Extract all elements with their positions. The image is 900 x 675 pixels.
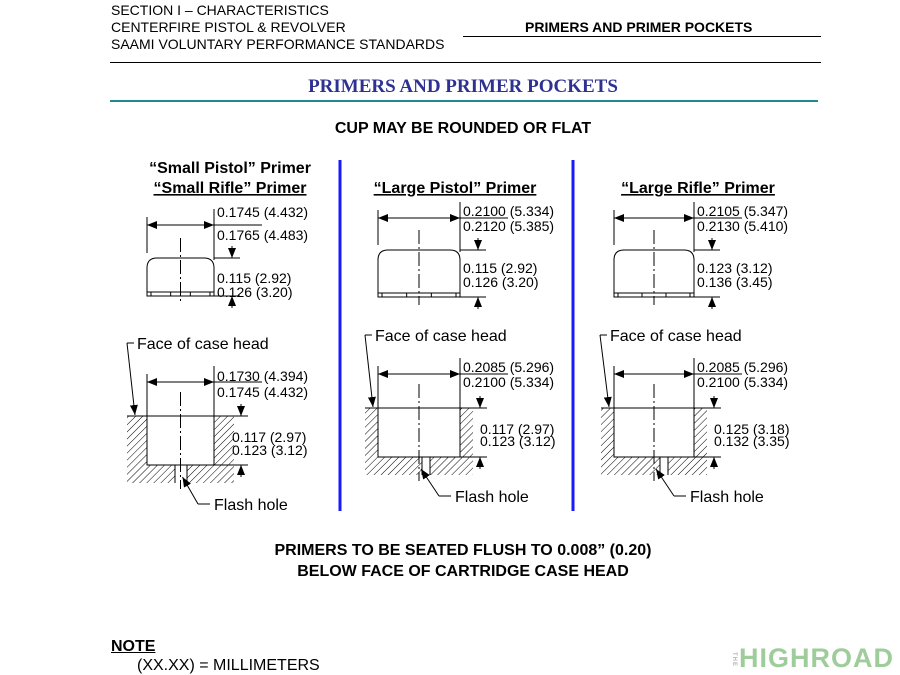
pocket-depth-max: 0.123 (3.12) bbox=[232, 442, 308, 458]
pocket-diameter-min: 0.1730 (4.394) bbox=[217, 368, 308, 384]
pocket-depth-max: 0.123 (3.12) bbox=[480, 433, 556, 449]
primer-diameter-max: 0.2120 (5.385) bbox=[463, 218, 554, 234]
primer-height-max: 0.126 (3.20) bbox=[217, 284, 293, 300]
case-web-hatch bbox=[614, 457, 660, 475]
panel-title: “Large Rifle” Primer bbox=[621, 180, 775, 197]
watermark-prefix: THE bbox=[731, 652, 737, 668]
seating-note-line1: PRIMERS TO BE SEATED FLUSH TO 0.008” (0.… bbox=[274, 542, 652, 559]
case-wall-hatch bbox=[460, 408, 473, 475]
pocket-depth-min: 0.117 (2.97) bbox=[232, 429, 306, 445]
page-title: PRIMERS AND PRIMER POCKETS bbox=[308, 76, 618, 97]
case-web-hatch bbox=[187, 465, 214, 483]
primer-diameter-min: 0.1745 (4.432) bbox=[217, 204, 308, 220]
title-rule bbox=[110, 100, 818, 102]
pocket-depth-max: 0.132 (3.35) bbox=[714, 433, 790, 449]
case-wall-hatch bbox=[127, 416, 147, 483]
primer-height-min: 0.115 (2.92) bbox=[217, 270, 291, 286]
case-wall-hatch bbox=[214, 416, 234, 483]
pocket-diameter-min: 0.2085 (5.296) bbox=[463, 359, 554, 375]
face-leader-arrow bbox=[126, 342, 138, 416]
primer-cup bbox=[613, 249, 695, 298]
flash-hole-leader-arrow bbox=[420, 468, 440, 497]
pocket-depth-min: 0.117 (2.97) bbox=[480, 421, 554, 437]
pocket-depth-min: 0.125 (3.18) bbox=[714, 421, 790, 437]
pocket-diameter-max: 0.2100 (5.334) bbox=[697, 374, 788, 390]
face-of-case-head-label: Face of case head bbox=[137, 336, 269, 353]
seating-note-line2: BELOW FACE OF CARTRIDGE CASE HEAD bbox=[297, 563, 629, 580]
face-leader-arrow bbox=[599, 334, 612, 408]
watermark-text: HIGHROAD bbox=[739, 643, 894, 673]
primer-diameter-min: 0.2100 (5.334) bbox=[463, 203, 554, 219]
primer-height-max: 0.136 (3.45) bbox=[697, 274, 773, 290]
section-label: SECTION I – CHARACTERISTICS bbox=[111, 2, 329, 18]
face-of-case-head-label: Face of case head bbox=[375, 328, 507, 345]
case-web-hatch bbox=[430, 457, 460, 475]
standard-label: SAAMI VOLUNTARY PERFORMANCE STANDARDS bbox=[111, 36, 445, 52]
primer-diameter-min: 0.2105 (5.347) bbox=[697, 203, 788, 219]
case-wall-hatch bbox=[365, 408, 378, 475]
pocket-diameter-max: 0.2100 (5.334) bbox=[463, 374, 554, 390]
header-right-title: PRIMERS AND PRIMER POCKETS bbox=[525, 19, 753, 35]
subtitle: CUP MAY BE ROUNDED OR FLAT bbox=[334, 120, 592, 137]
primer-height-min: 0.123 (3.12) bbox=[697, 260, 773, 276]
header-divider bbox=[463, 36, 821, 37]
flash-hole-label: Flash hole bbox=[214, 497, 288, 514]
flash-hole-leader-arrow bbox=[182, 476, 199, 505]
pocket-diameter-min: 0.2085 (5.296) bbox=[697, 359, 788, 375]
header-rule bbox=[110, 62, 821, 63]
face-leader-arrow bbox=[364, 334, 376, 408]
note-heading: NOTE bbox=[111, 638, 156, 655]
primer-diameter-max: 0.2130 (5.410) bbox=[697, 218, 788, 234]
note-text: (XX.XX) = MILLIMETERS bbox=[137, 657, 320, 674]
flash-hole-label: Flash hole bbox=[690, 489, 764, 506]
case-web-hatch bbox=[147, 465, 175, 483]
panel-title: “Large Pistol” Primer bbox=[374, 180, 537, 197]
case-wall-hatch bbox=[601, 408, 614, 475]
category-label: CENTERFIRE PISTOL & REVOLVER bbox=[111, 19, 346, 35]
flash-hole-label: Flash hole bbox=[455, 489, 529, 506]
primer-diameter-max: 0.1765 (4.483) bbox=[217, 227, 308, 243]
case-wall-hatch bbox=[694, 408, 707, 475]
case-web-hatch bbox=[378, 457, 422, 475]
primer-height-min: 0.115 (2.92) bbox=[463, 260, 537, 276]
primer-cup bbox=[377, 249, 461, 298]
case-web-hatch bbox=[668, 457, 694, 475]
primer-height-max: 0.126 (3.20) bbox=[463, 274, 539, 290]
flash-hole-leader-arrow bbox=[655, 468, 675, 497]
face-of-case-head-label: Face of case head bbox=[610, 328, 742, 345]
pocket-diameter-max: 0.1745 (4.432) bbox=[217, 384, 308, 400]
panel-title: “Small Rifle” Primer bbox=[154, 180, 307, 197]
panel-title: “Small Pistol” Primer bbox=[149, 160, 311, 177]
watermark-logo: THEHIGHROAD bbox=[731, 643, 894, 674]
